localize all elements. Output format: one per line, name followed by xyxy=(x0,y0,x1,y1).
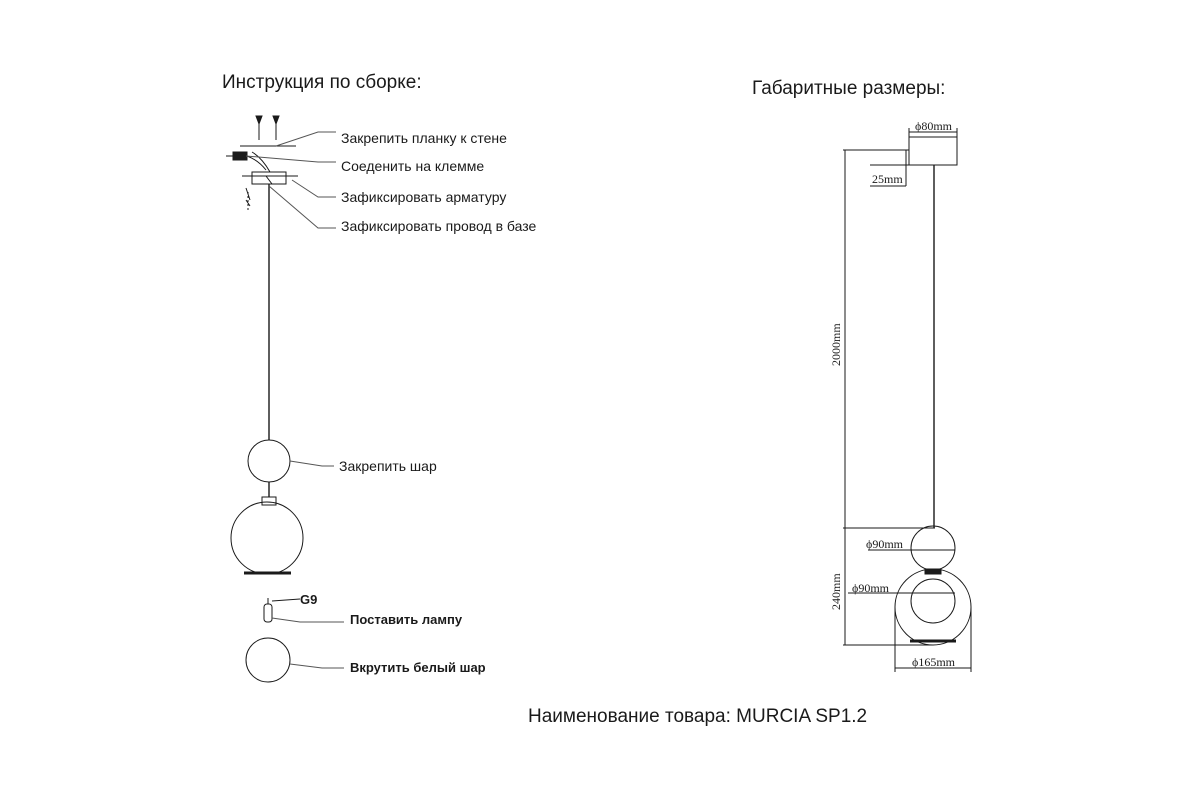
canopy-icon xyxy=(908,136,958,166)
dim-glass-shade xyxy=(894,568,972,646)
dim-shade-diameter: ϕ165mm xyxy=(912,655,956,669)
dim-small-ball xyxy=(910,525,956,571)
connector-icon xyxy=(261,496,277,506)
small-ball-icon xyxy=(247,439,291,483)
product-name: Наименование товара: MURCIA SP1.2 xyxy=(528,706,868,727)
dim-small-ball-diameter: ϕ90mm xyxy=(866,537,904,551)
dim-canopy-diameter: ϕ80mm xyxy=(915,119,953,133)
assembly-drawing xyxy=(226,115,344,683)
assembly-title: Инструкция по сборке: xyxy=(222,72,422,93)
dim-cable-length: 2000mm xyxy=(829,323,843,366)
step-fix-wire: Зафиксировать провод в базе xyxy=(341,218,536,234)
step-fix-fitting: Зафиксировать арматуру xyxy=(341,189,506,205)
glass-shade-icon xyxy=(230,501,304,575)
dim-canopy-height: 25mm xyxy=(872,172,903,186)
terminal-block-icon xyxy=(226,145,296,173)
step-fix-ball: Закрепить шар xyxy=(339,458,437,474)
dimensions-title: Габаритные размеры: xyxy=(752,78,946,99)
lamp-type-label: G9 xyxy=(300,592,317,607)
dim-shade-height: 240mm xyxy=(829,573,843,610)
dimensions-drawing xyxy=(843,128,972,672)
screw-icon xyxy=(255,115,280,140)
leader-lines xyxy=(245,131,344,669)
step-insert-lamp: Поставить лампу xyxy=(350,612,463,627)
dim-inner-ball-diameter: ϕ90mm xyxy=(852,581,890,595)
step-fix-bracket: Закрепить планку к стене xyxy=(341,130,507,146)
step-screw-white-ball: Вкрутить белый шар xyxy=(350,660,486,675)
white-ball-icon xyxy=(245,637,291,683)
g9-lamp-icon xyxy=(263,598,301,623)
step-connect-terminal: Соеденить на клемме xyxy=(341,158,484,174)
